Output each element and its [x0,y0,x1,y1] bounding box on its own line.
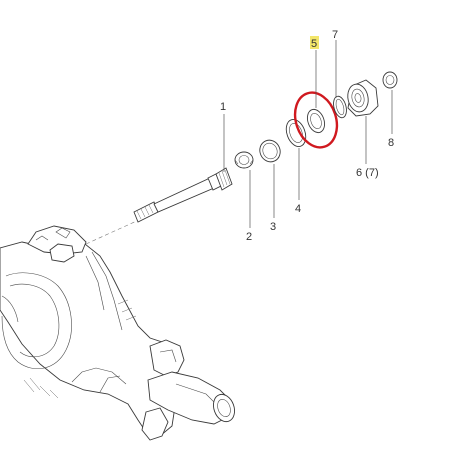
callout-4: 4 [295,203,301,215]
callout-6: 6 (7) [356,167,379,179]
axle-housing [0,225,235,441]
callout-3: 3 [270,221,276,233]
seal-5 [306,108,326,134]
highlight-label-bg [310,36,319,49]
ring-3 [259,139,281,163]
highlight-circle [293,91,339,149]
callout-2: 2 [246,231,252,243]
hub-6 [347,79,379,117]
leader-lines [223,40,393,228]
assembly-axis [85,213,153,245]
o-ring-7 [333,95,347,119]
callout-1: 1 [220,101,226,113]
callout-5: 5 [311,38,317,50]
callout-8: 8 [388,137,394,149]
axle-shaft [133,167,233,223]
callout-7: 7 [332,29,338,41]
nut-8 [382,71,398,89]
snap-ring-4 [285,119,307,147]
bearing [234,151,254,169]
